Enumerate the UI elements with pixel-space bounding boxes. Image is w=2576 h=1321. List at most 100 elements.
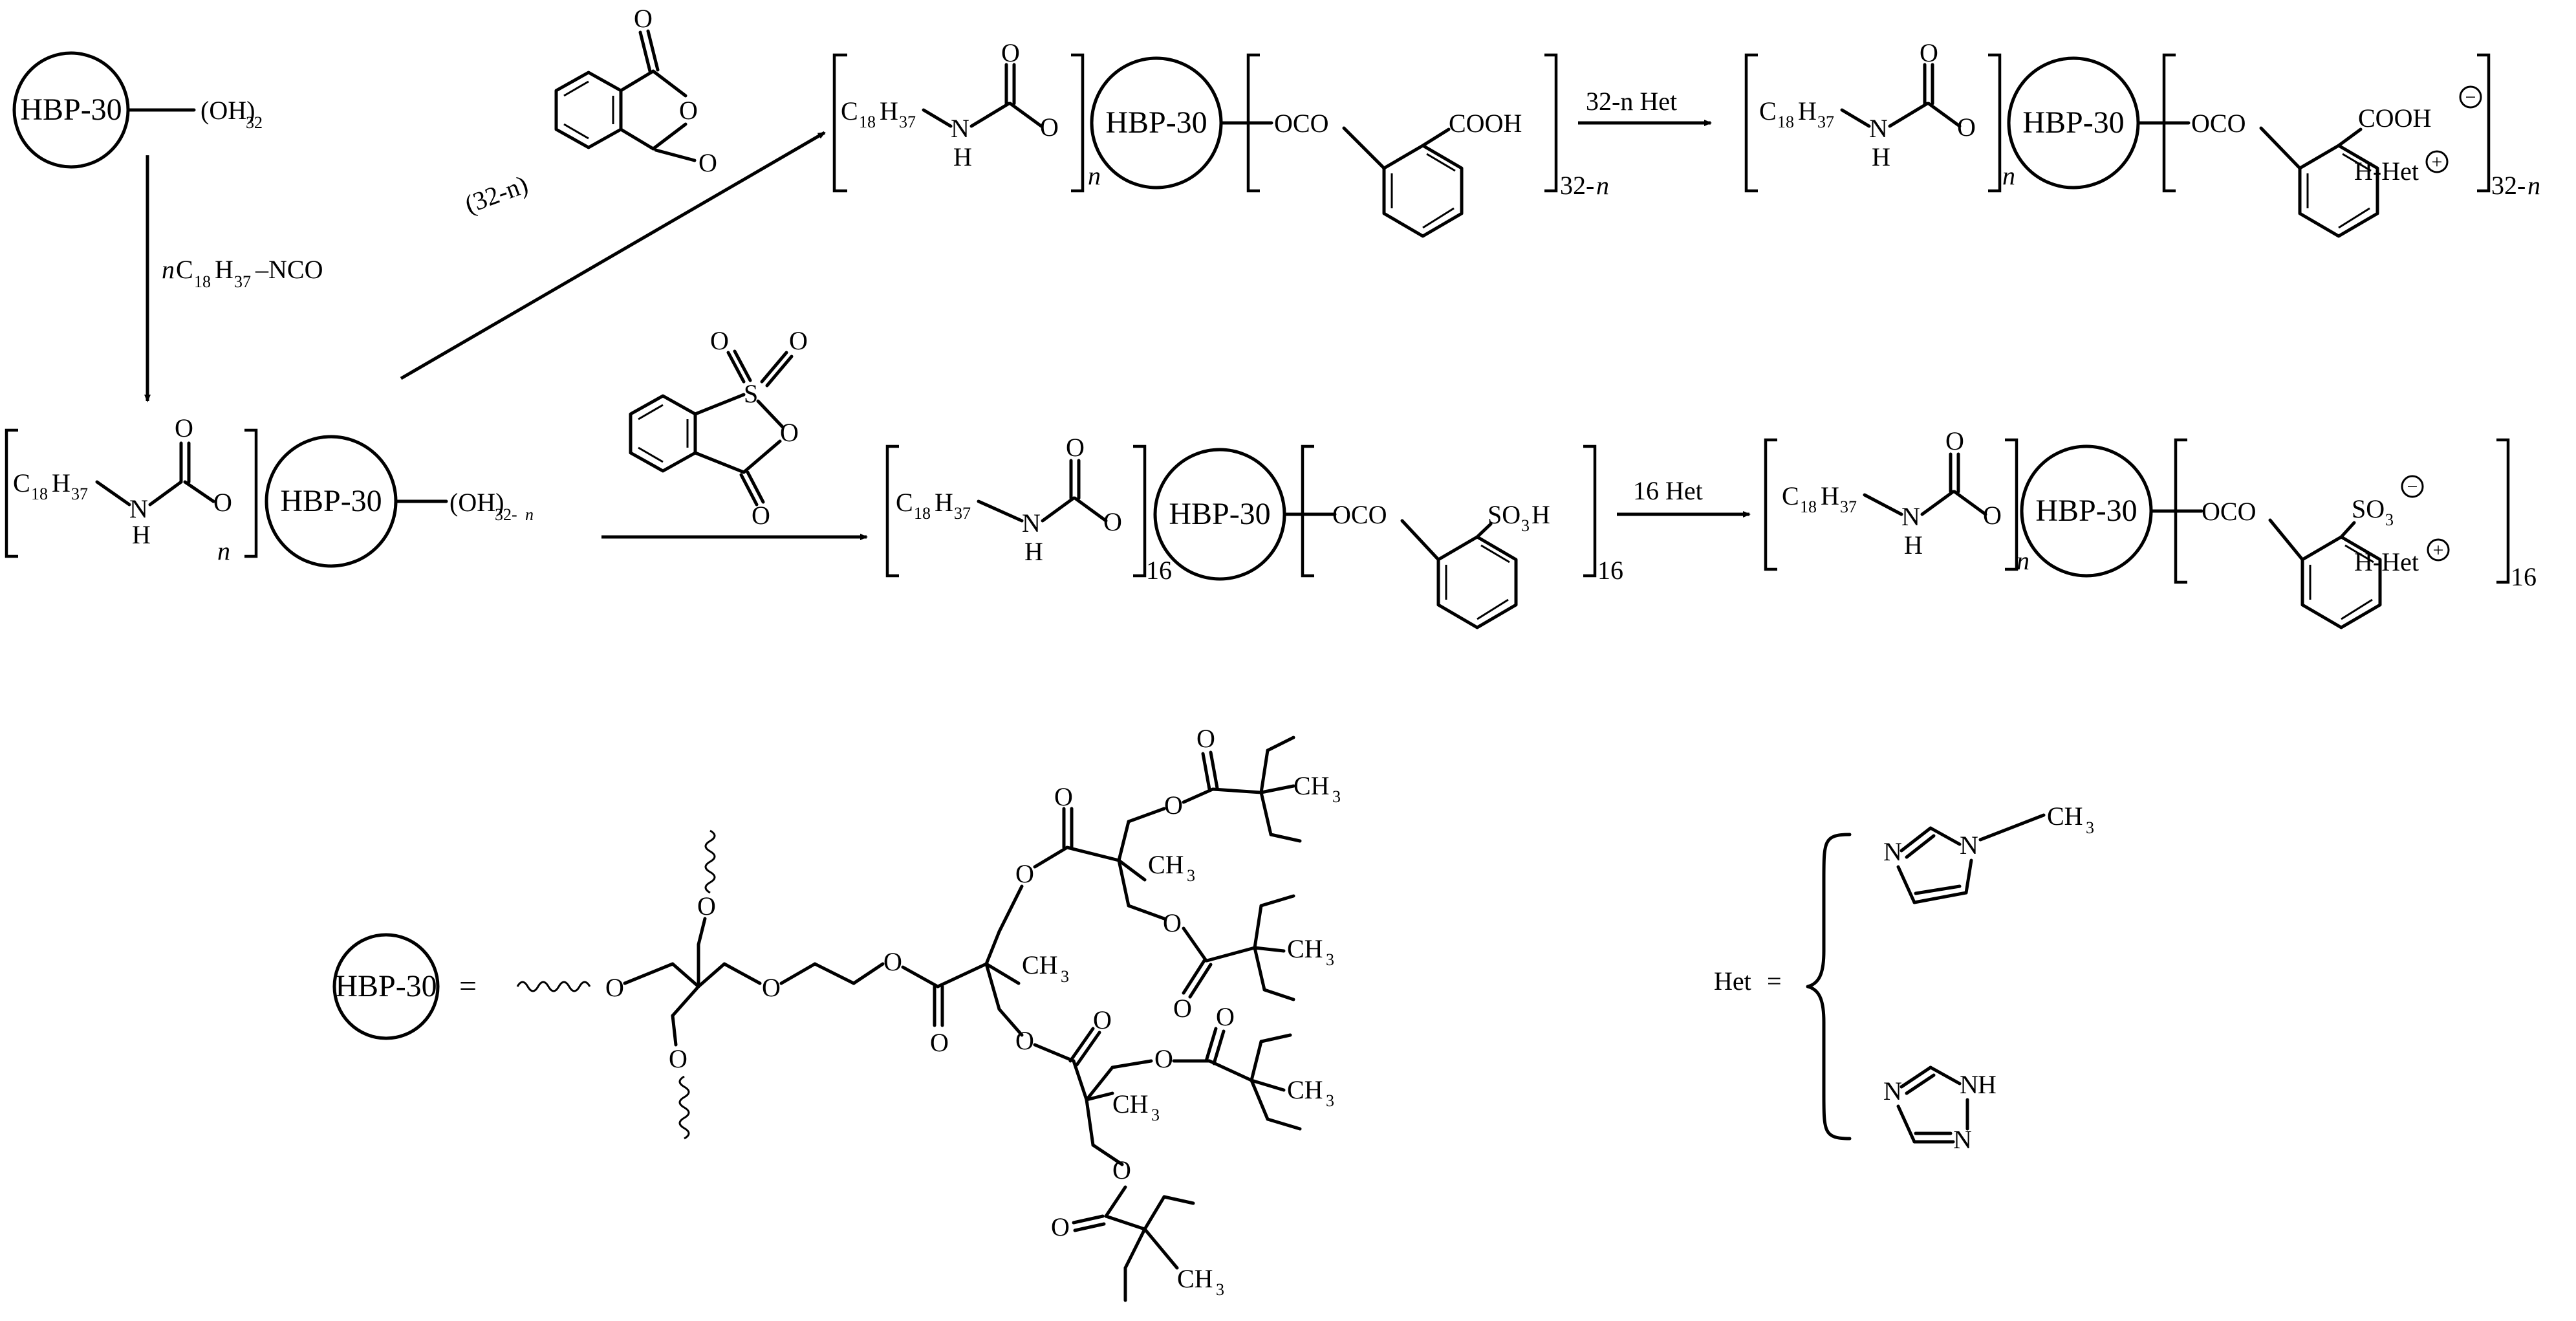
- svg-text:CH: CH: [1022, 950, 1058, 979]
- svg-text:−: −: [2465, 87, 2476, 108]
- svg-text:O: O: [789, 326, 808, 355]
- svg-text:3: 3: [1326, 950, 1334, 969]
- svg-text:H: H: [1821, 481, 1839, 510]
- svg-text:18: 18: [1800, 497, 1817, 516]
- svg-text:C: C: [13, 468, 30, 497]
- svg-text:O: O: [752, 501, 770, 530]
- svg-text:C: C: [1782, 481, 1799, 510]
- oh-count: 32: [246, 113, 263, 132]
- svg-text:H-Het: H-Het: [2354, 547, 2419, 576]
- svg-text:18: 18: [194, 272, 211, 291]
- svg-text:HBP-30: HBP-30: [280, 484, 382, 518]
- het-definition: Het = N N CH 3 N N H N: [1714, 802, 2094, 1154]
- svg-text:CH: CH: [1293, 771, 1330, 800]
- svg-text:O: O: [883, 947, 902, 976]
- svg-text:H: H: [215, 255, 233, 284]
- svg-text:n: n: [2017, 546, 2029, 575]
- svg-text:18: 18: [859, 113, 876, 131]
- svg-text:COOH: COOH: [1449, 109, 1522, 138]
- svg-text:H: H: [1904, 530, 1923, 560]
- arrow-to-phthalic-product: [400, 131, 826, 380]
- svg-text:O: O: [1945, 426, 1964, 455]
- svg-text:n: n: [2002, 161, 2015, 190]
- svg-text:OCO: OCO: [1332, 500, 1387, 529]
- svg-text:N: N: [1869, 114, 1888, 143]
- svg-text:N: N: [1883, 1076, 1902, 1106]
- svg-text:H-Het: H-Het: [2354, 157, 2419, 186]
- svg-text:n: n: [525, 505, 534, 524]
- svg-text:O: O: [1054, 782, 1073, 811]
- svg-text:18: 18: [31, 485, 48, 503]
- svg-text:O: O: [1983, 501, 2002, 530]
- svg-text:n: n: [1596, 171, 1609, 200]
- svg-text:HBP-30: HBP-30: [2035, 494, 2137, 528]
- svg-text:+: +: [2433, 540, 2444, 561]
- svg-text:n: n: [217, 536, 230, 565]
- svg-text:H: H: [1024, 537, 1043, 566]
- svg-text:3: 3: [2385, 510, 2394, 529]
- svg-text:H: H: [935, 488, 953, 517]
- svg-text:O: O: [1154, 1044, 1173, 1073]
- svg-text:–NCO: –NCO: [255, 255, 323, 284]
- svg-text:O: O: [1051, 1212, 1070, 1241]
- svg-text:32-: 32-: [1560, 171, 1594, 200]
- svg-text:H: H: [52, 468, 70, 497]
- svg-text:COOH: COOH: [2358, 104, 2431, 133]
- arrow-het-bottom-label: 16 Het: [1633, 476, 1703, 505]
- svg-text:Het: Het: [1714, 966, 1751, 996]
- svg-text:O: O: [1040, 113, 1059, 142]
- svg-text:N: N: [1022, 508, 1041, 538]
- svg-text:N: N: [951, 114, 969, 143]
- svg-text:37: 37: [1817, 113, 1834, 131]
- svg-text:O: O: [1015, 1026, 1034, 1055]
- svg-text:O: O: [698, 148, 717, 177]
- svg-text:16: 16: [1146, 556, 1172, 585]
- svg-text:n: n: [1088, 161, 1101, 190]
- svg-text:3: 3: [1521, 516, 1530, 535]
- svg-text:3: 3: [1151, 1106, 1160, 1124]
- svg-text:3: 3: [1332, 787, 1341, 806]
- svg-text:N: N: [1960, 1070, 1978, 1099]
- svg-text:CH: CH: [1148, 850, 1184, 879]
- svg-text:HBP-30: HBP-30: [1169, 497, 1270, 531]
- svg-text:O: O: [1164, 791, 1183, 820]
- svg-text:O: O: [762, 973, 781, 1002]
- svg-text:O: O: [780, 418, 799, 447]
- svg-text:n: n: [2527, 171, 2540, 200]
- svg-text:C: C: [841, 96, 858, 126]
- svg-text:16: 16: [2511, 562, 2537, 591]
- svg-text:CH: CH: [1287, 1075, 1323, 1104]
- svg-text:N: N: [1883, 837, 1902, 866]
- svg-text:H: H: [953, 142, 972, 171]
- svg-text:O: O: [669, 1044, 687, 1073]
- sulfo-salt: C 18 H 37 N H O O n HBP-30 OCO SO 3 − H-…: [1764, 426, 2537, 629]
- svg-text:3: 3: [1216, 1280, 1224, 1299]
- svg-text:H: H: [1798, 96, 1817, 126]
- svg-text:37: 37: [954, 504, 971, 523]
- svg-text:O: O: [1920, 38, 1938, 67]
- svg-text:O: O: [605, 973, 624, 1002]
- svg-text:O: O: [710, 326, 729, 355]
- svg-text:32-: 32-: [2491, 171, 2526, 200]
- phthalic-anhydride: O O O (32-n): [461, 4, 717, 219]
- svg-text:O: O: [1957, 113, 1976, 142]
- sulfobenzoic-anhydride: S O O O O: [629, 326, 808, 530]
- svg-text:N: N: [1953, 1125, 1972, 1154]
- hbp30-definition: HBP-30 = O O O O O O CH 3 O: [332, 724, 1341, 1302]
- svg-text:3: 3: [1061, 967, 1069, 986]
- svg-text:3: 3: [2086, 818, 2094, 837]
- svg-text:CH: CH: [1112, 1089, 1149, 1119]
- svg-text:O: O: [1163, 908, 1182, 937]
- svg-text:O: O: [1103, 507, 1122, 536]
- svg-text:37: 37: [71, 485, 88, 503]
- svg-text:18: 18: [914, 504, 931, 523]
- svg-text:O: O: [1093, 1005, 1112, 1034]
- svg-text:O: O: [930, 1028, 949, 1057]
- svg-text:(OH): (OH): [449, 488, 504, 517]
- svg-text:=: =: [1767, 966, 1782, 996]
- svg-text:N: N: [1901, 502, 1920, 531]
- svg-text:O: O: [1173, 994, 1192, 1023]
- svg-text:3: 3: [1326, 1091, 1334, 1110]
- svg-text:OCO: OCO: [2191, 109, 2246, 138]
